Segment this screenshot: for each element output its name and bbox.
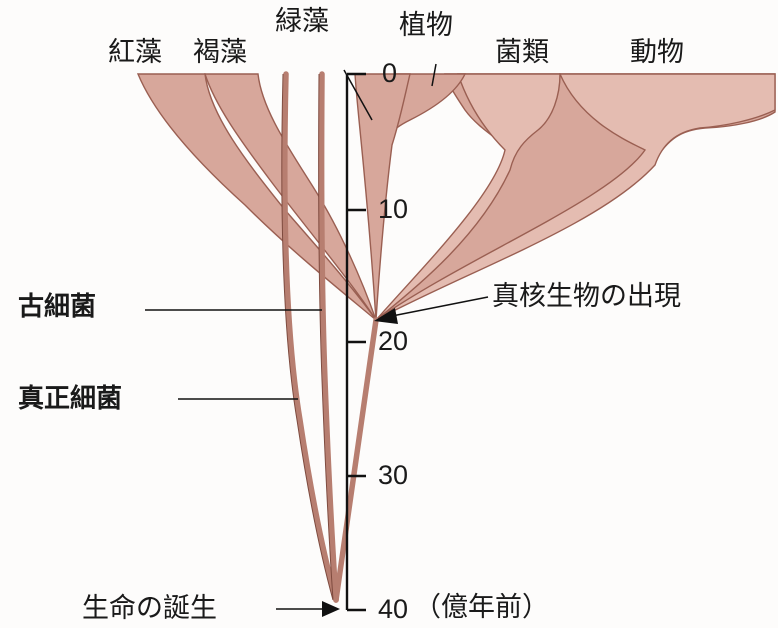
- label-origin-of-life: 生命の誕生: [82, 595, 217, 622]
- label-red-algae: 紅藻: [108, 39, 162, 66]
- label-brown-algae: 褐藻: [193, 39, 247, 66]
- label-animals: 動物: [630, 39, 684, 66]
- tick-label-40: 40: [378, 596, 408, 623]
- lineage-archaea: [322, 74, 336, 600]
- label-fungi: 菌類: [495, 39, 549, 66]
- lineage-eukaryote-trunk: [336, 320, 376, 600]
- tick-label-30: 30: [378, 462, 408, 489]
- label-green-algae: 緑藻: [275, 8, 329, 35]
- label-bacteria: 真正細菌: [18, 386, 122, 412]
- tick-label-10: 10: [378, 196, 408, 223]
- tick-label-0: 0: [382, 60, 397, 87]
- label-plants: 植物: [399, 12, 453, 39]
- origin-arrowhead: [322, 601, 340, 617]
- label-eukaryote-origin: 真核生物の出現: [492, 283, 681, 310]
- branch-brown-algae: [205, 74, 376, 320]
- axis-unit-label: （億年前）: [414, 594, 549, 621]
- label-archaea: 古細菌: [18, 294, 96, 320]
- tick-label-20: 20: [378, 328, 408, 355]
